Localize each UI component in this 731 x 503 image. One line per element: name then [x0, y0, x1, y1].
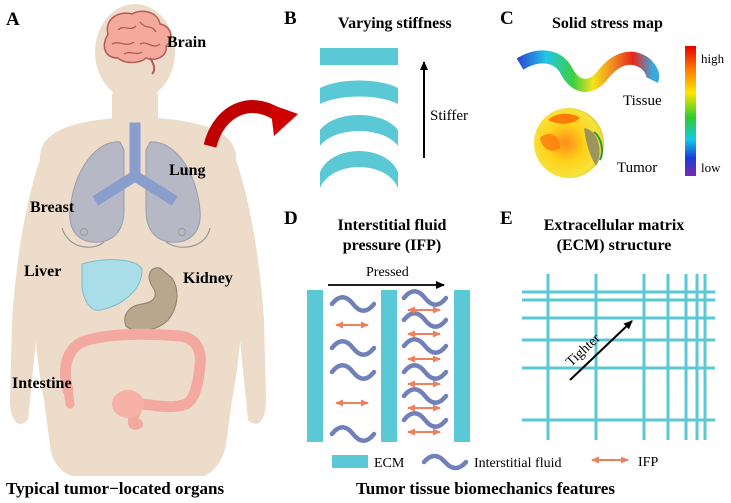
tighter-arrow: [569, 320, 633, 381]
curved-arrow: [203, 100, 298, 148]
stiffness-bars: [320, 48, 398, 188]
panel-e: E Extracellular matrix (ECM) structure T…: [500, 208, 715, 440]
label-liver: Liver: [24, 263, 61, 280]
legend: ECM Interstitial fluid IFP: [332, 453, 658, 471]
breast-outline: [61, 227, 211, 248]
stiffer-label: Stiffer: [430, 108, 468, 124]
panel-c: C Solid stress map Tissue Tumor high low: [500, 8, 725, 178]
label-lung: Lung: [169, 162, 205, 179]
label-kidney: Kidney: [183, 270, 233, 287]
panel-a-letter: A: [6, 9, 20, 30]
panel-b: B Varying stiffness Stiffer: [284, 8, 468, 188]
panel-a: A Brain Lung Breast Liver Kidney Intesti…: [6, 4, 266, 498]
colorbar-high: high: [701, 51, 725, 66]
panel-d-title-line1: Interstitial fluid: [338, 217, 447, 234]
pressed-label: Pressed: [366, 265, 409, 280]
label-brain: Brain: [167, 34, 206, 51]
colorbar-low: low: [701, 160, 721, 175]
legend-fluid-label: Interstitial fluid: [474, 456, 561, 471]
panel-e-title-line1: Extracellular matrix: [544, 217, 685, 234]
ecm-grid: [522, 274, 715, 440]
legend-ifp-label: IFP: [638, 455, 658, 470]
legend-fluid-swatch: [421, 453, 469, 471]
bottom-caption: Tumor tissue biomechanics features: [356, 479, 615, 498]
kidney-icon: [124, 267, 178, 332]
stress-colorbar: [685, 46, 696, 176]
ecm-walls: [307, 290, 470, 442]
ifp-arrows: [335, 306, 441, 436]
lung-icon: [69, 122, 201, 243]
panel-e-letter: E: [500, 208, 513, 229]
panel-b-title: Varying stiffness: [338, 15, 452, 32]
fluid-waves: [329, 289, 449, 443]
tumor-label: Tumor: [617, 160, 657, 176]
legend-ecm-label: ECM: [374, 456, 405, 471]
tumor-sphere: [534, 108, 604, 178]
legend-ecm-swatch: [332, 455, 368, 468]
panel-c-letter: C: [500, 8, 514, 29]
panel-a-caption: Typical tumor−located organs: [6, 479, 224, 498]
panel-b-letter: B: [284, 8, 297, 29]
liver-icon: [81, 259, 143, 311]
label-breast: Breast: [30, 199, 75, 216]
bladder-icon: [112, 390, 144, 418]
brain-icon: [103, 10, 172, 75]
panel-d: D Interstitial fluid pressure (IFP) Pres…: [284, 208, 470, 443]
panel-c-title: Solid stress map: [552, 15, 663, 32]
tissue-label: Tissue: [623, 93, 662, 109]
tissue-strip: [516, 50, 660, 92]
panel-e-title-line2: (ECM) structure: [557, 237, 672, 254]
label-intestine: Intestine: [12, 375, 72, 392]
panel-d-letter: D: [284, 208, 298, 229]
panel-d-title-line2: pressure (IFP): [343, 237, 442, 254]
tighter-label: Tighter: [563, 331, 603, 370]
